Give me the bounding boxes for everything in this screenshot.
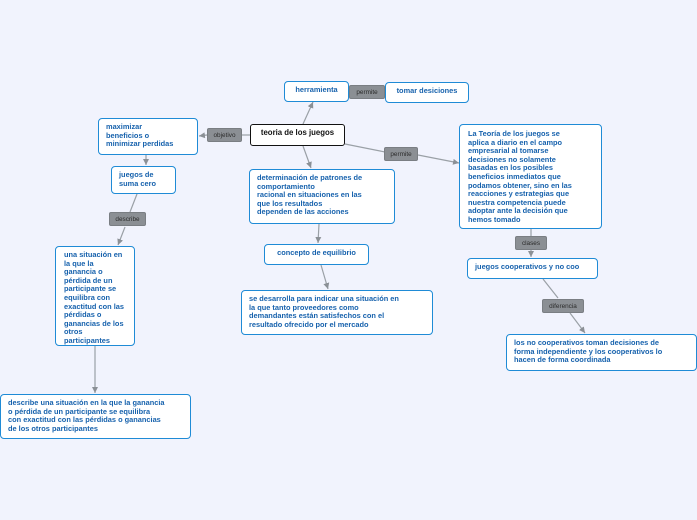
connector-determinacion-equilibrio — [315, 223, 322, 244]
no-cooperativos-node[interactable]: los no cooperativos toman decisiones de … — [506, 334, 697, 371]
connector-cooperativos-diferencia — [542, 278, 559, 299]
situacion-node[interactable]: una situación en la que la ganancia o pé… — [55, 246, 135, 346]
determinacion-node[interactable]: determinación de patrones de comportamie… — [249, 169, 395, 224]
teoria-aplica-node[interactable]: La Teoría de los juegos se aplica a diar… — [459, 124, 602, 229]
link-label-permite-herramienta[interactable]: permite — [349, 85, 385, 99]
link-label-diferencia[interactable]: diferencia — [542, 299, 584, 313]
connector-describe-situacion — [117, 226, 126, 246]
desarrolla-node[interactable]: se desarrolla para indicar una situación… — [241, 290, 433, 335]
link-label-objetivo[interactable]: objetivo — [207, 128, 242, 142]
root-topic-node[interactable]: teoria de los juegos — [250, 124, 345, 146]
connector-sumacero-describe — [129, 193, 138, 213]
connector-diferencia-nocoop — [569, 312, 586, 334]
connector-objetivo-maximizar — [198, 132, 208, 139]
link-label-clases[interactable]: clases — [515, 236, 547, 250]
juegos-suma-cero-node[interactable]: juegos de suma cero — [111, 166, 176, 194]
connector-root-permite — [344, 143, 386, 153]
connector-permite-teoria — [417, 154, 460, 165]
herramienta-node[interactable]: herramienta — [284, 81, 349, 102]
connector-equilibrio-desarrolla — [320, 264, 330, 290]
link-label-describe[interactable]: describe — [109, 212, 146, 226]
describe-situacion-node[interactable]: describe una situación en la que la gana… — [0, 394, 191, 439]
maximizar-node[interactable]: maximizar beneficios o minimizar perdida… — [98, 118, 198, 155]
connector-root-determinacion — [302, 145, 312, 169]
tomar-decisiones-node[interactable]: tomar desiciones — [385, 82, 469, 103]
link-label-permite-teoria[interactable]: permite — [384, 147, 418, 161]
concepto-equilibrio-node[interactable]: concepto de equilibrio — [264, 244, 369, 265]
connector-root-herramienta — [302, 101, 314, 125]
cooperativos-node[interactable]: juegos cooperativos y no coo — [467, 258, 598, 279]
